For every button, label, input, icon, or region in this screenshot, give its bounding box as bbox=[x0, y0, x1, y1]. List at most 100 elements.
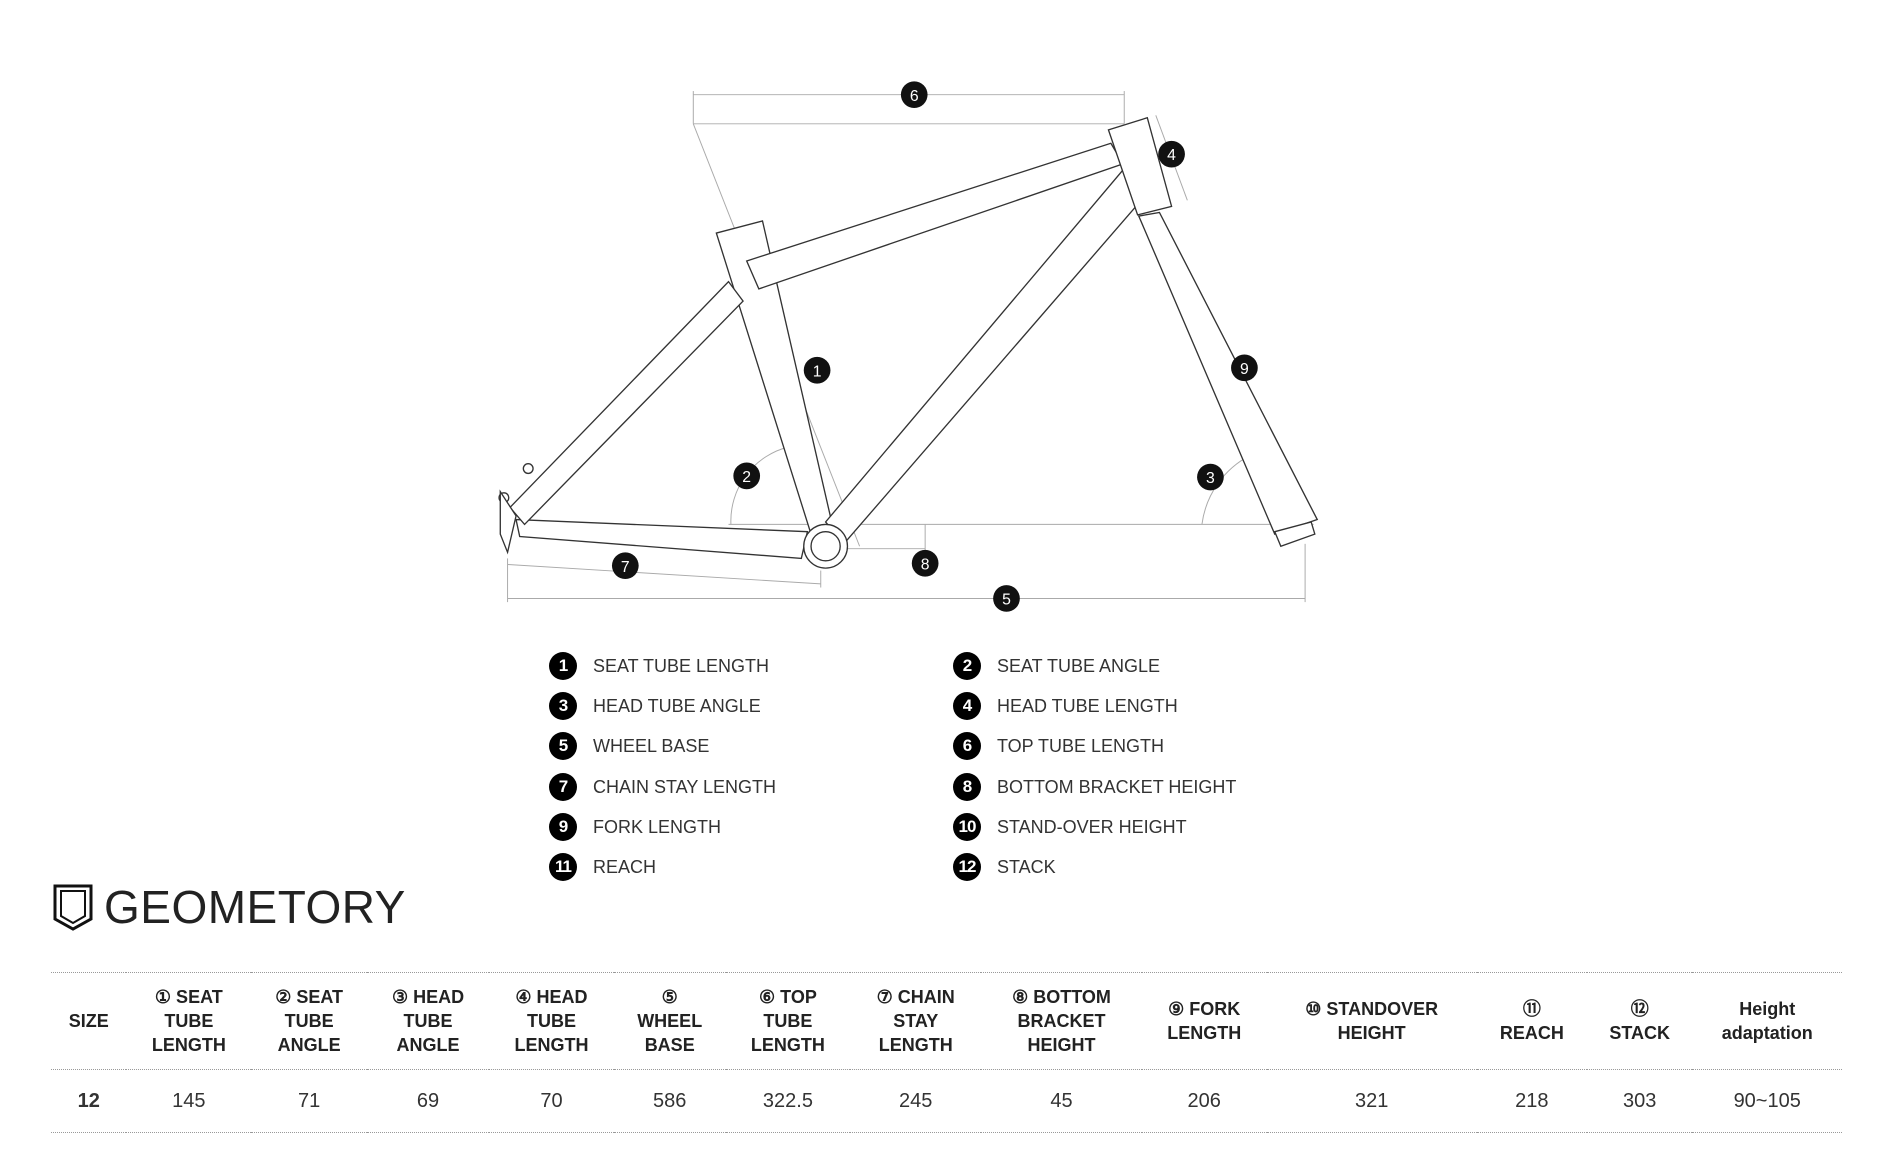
number-badge-icon: 3 bbox=[549, 692, 577, 720]
legend-label: HEAD TUBE ANGLE bbox=[593, 695, 761, 716]
legend-label: SEAT TUBE LENGTH bbox=[593, 655, 770, 676]
legend-item: 3 HEAD TUBE ANGLE bbox=[549, 691, 761, 721]
column-header: ③ HEAD TUBE ANGLE bbox=[367, 972, 490, 1070]
column-header: ⑫ STACK bbox=[1587, 972, 1693, 1070]
svg-text:2: 2 bbox=[742, 469, 751, 486]
column-header-line: TUBE bbox=[526, 1011, 576, 1031]
svg-text:8: 8 bbox=[921, 556, 930, 573]
column-header-line: adaptation bbox=[1721, 1023, 1813, 1043]
column-header-line: ⑤ bbox=[661, 987, 678, 1007]
svg-text:9: 9 bbox=[1240, 361, 1249, 378]
shield-icon bbox=[53, 884, 93, 931]
legend-item: 2 SEAT TUBE ANGLE bbox=[953, 651, 1160, 681]
table-cell: 245 bbox=[850, 1069, 982, 1133]
column-header-line: WHEEL bbox=[637, 1011, 703, 1031]
column-header-line: HEIGHT bbox=[1337, 1023, 1406, 1043]
diagram-callouts: 1 2 3 4 5 6 7 8 9 bbox=[611, 81, 1258, 612]
column-header-line: ⑧ BOTTOM bbox=[1012, 987, 1111, 1007]
column-header-line: REACH bbox=[1499, 1023, 1564, 1043]
column-header-line: ③ HEAD bbox=[391, 987, 465, 1007]
column-header-line: STACK bbox=[1609, 1023, 1671, 1043]
legend-label: CHAIN STAY LENGTH bbox=[593, 776, 777, 797]
table-cell: 206 bbox=[1141, 1069, 1267, 1133]
column-header-line: TUBE bbox=[403, 1011, 453, 1031]
number-badge-icon: 10 bbox=[953, 813, 981, 841]
column-header-line: ⑩ STANDOVER bbox=[1305, 999, 1439, 1019]
number-badge-icon: 8 bbox=[953, 773, 981, 801]
legend-item: 4 HEAD TUBE LENGTH bbox=[953, 691, 1178, 721]
column-header: ⑩ STANDOVER HEIGHT bbox=[1266, 972, 1477, 1070]
callout-7: 7 bbox=[611, 552, 639, 580]
legend-item: 10 STAND-OVER HEIGHT bbox=[953, 812, 1187, 842]
table-cell: 303 bbox=[1587, 1069, 1693, 1133]
legend-item: 7 CHAIN STAY LENGTH bbox=[549, 772, 776, 802]
legend-label: SEAT TUBE ANGLE bbox=[997, 655, 1161, 676]
column-header-line: ⑦ CHAIN bbox=[876, 987, 955, 1007]
table-cell: 322.5 bbox=[725, 1069, 851, 1133]
column-header-line: ⑥ TOP bbox=[759, 987, 817, 1007]
callout-3: 3 bbox=[1197, 463, 1224, 491]
column-header-line: SIZE bbox=[68, 1011, 109, 1031]
column-header-line: ⑫ bbox=[1630, 999, 1649, 1019]
legend-label: TOP TUBE LENGTH bbox=[997, 735, 1165, 756]
svg-text:3: 3 bbox=[1206, 470, 1215, 487]
column-header-line: ⑨ FORK bbox=[1168, 999, 1241, 1019]
column-header-line: ANGLE bbox=[396, 1035, 460, 1055]
svg-text:6: 6 bbox=[910, 88, 919, 105]
number-badge-icon: 9 bbox=[549, 813, 577, 841]
table-cell: 45 bbox=[981, 1069, 1142, 1133]
callout-5: 5 bbox=[993, 585, 1020, 612]
callout-6: 6 bbox=[900, 81, 928, 109]
number-badge-icon: 4 bbox=[953, 692, 981, 720]
column-header-line: LENGTH bbox=[1167, 1023, 1242, 1043]
column-header: ② SEAT TUBE ANGLE bbox=[251, 972, 368, 1070]
number-badge-icon: 7 bbox=[549, 773, 577, 801]
table-cell: 71 bbox=[251, 1069, 368, 1133]
table-cell: 69 bbox=[367, 1069, 490, 1133]
column-header-line: BASE bbox=[644, 1035, 695, 1055]
column-header-line: LENGTH bbox=[878, 1035, 953, 1055]
callout-4: 4 bbox=[1158, 140, 1185, 168]
callout-8: 8 bbox=[911, 549, 939, 577]
legend-item: 6 TOP TUBE LENGTH bbox=[953, 731, 1164, 761]
page-title: GEOMETORY bbox=[104, 881, 406, 933]
size-cell: 12 bbox=[51, 1069, 127, 1133]
column-header-line: ② SEAT bbox=[275, 987, 344, 1007]
column-header-line: ANGLE bbox=[277, 1035, 341, 1055]
column-header-line: BRACKET bbox=[1017, 1011, 1106, 1031]
table-cell: 218 bbox=[1476, 1069, 1587, 1133]
callout-1: 1 bbox=[803, 356, 831, 384]
svg-text:4: 4 bbox=[1167, 147, 1176, 164]
column-header-line: ① SEAT bbox=[154, 987, 223, 1007]
table-cell: 586 bbox=[613, 1069, 726, 1133]
legend-label: HEAD TUBE LENGTH bbox=[997, 695, 1178, 716]
number-badge-icon: 6 bbox=[953, 732, 981, 760]
callout-2: 2 bbox=[733, 462, 761, 490]
column-header-line: TUBE bbox=[763, 1011, 813, 1031]
column-header-line: ④ HEAD bbox=[515, 987, 588, 1007]
column-header-line: TUBE bbox=[284, 1011, 334, 1031]
number-badge-icon: 12 bbox=[953, 853, 981, 881]
table-cell: 321 bbox=[1266, 1069, 1477, 1133]
svg-text:1: 1 bbox=[813, 363, 822, 380]
number-badge-icon: 2 bbox=[953, 652, 981, 680]
number-badge-icon: 11 bbox=[549, 853, 577, 881]
callout-9: 9 bbox=[1231, 354, 1258, 382]
legend-label: WHEEL BASE bbox=[593, 735, 710, 756]
table-cell: 145 bbox=[126, 1069, 252, 1133]
frame-outline bbox=[498, 116, 1319, 569]
legend-label: STAND-OVER HEIGHT bbox=[997, 816, 1187, 837]
column-header-line: TUBE bbox=[164, 1011, 214, 1031]
column-header-line: LENGTH bbox=[750, 1035, 825, 1055]
